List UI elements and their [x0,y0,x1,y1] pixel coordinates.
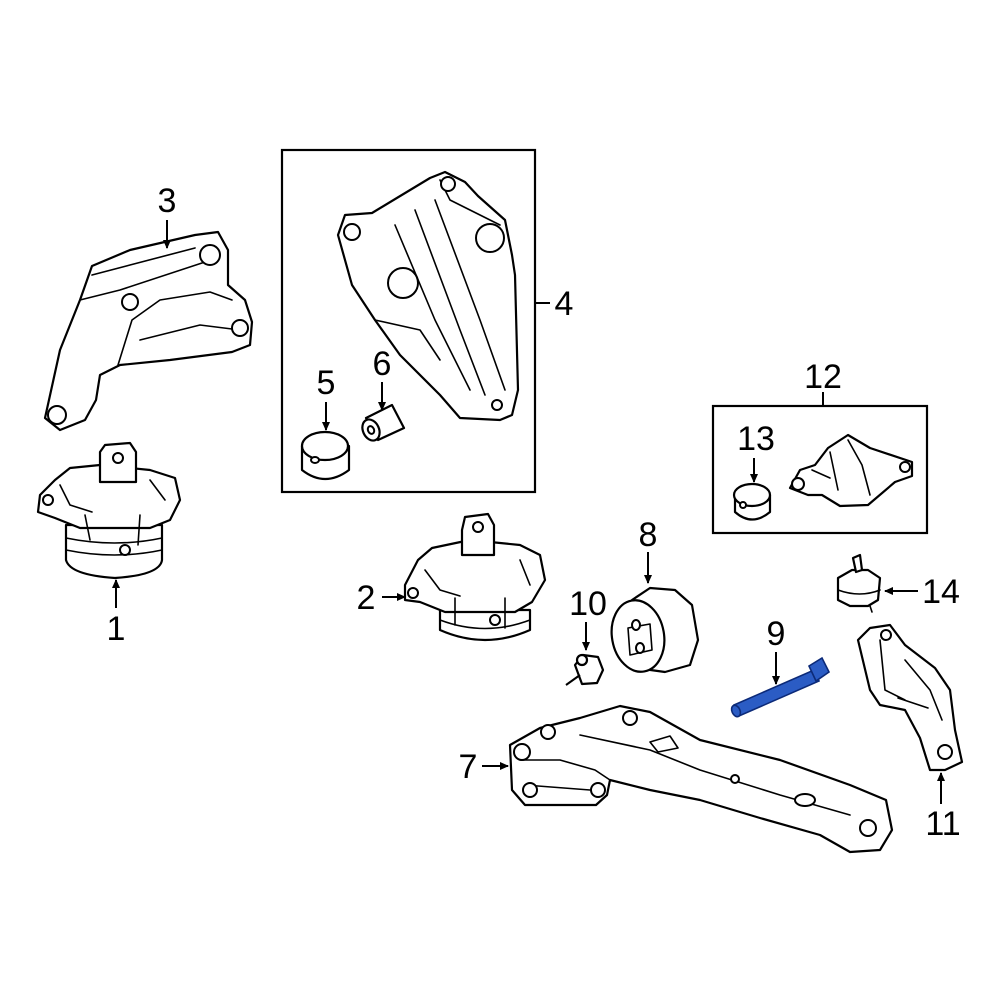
part-8-mount-bushing[interactable] [606,586,700,676]
part-4-group-frame [280,148,537,494]
callout-9[interactable]: 9 [767,615,786,653]
callout-3[interactable]: 3 [158,182,177,220]
callout-6[interactable]: 6 [373,345,392,383]
callout-numbers: 3 1 4 5 6 2 8 10 9 12 13 14 11 7 [107,182,961,843]
callout-13[interactable]: 13 [737,420,775,458]
callout-4[interactable]: 4 [555,285,574,323]
part-1-engine-mount[interactable] [36,441,182,580]
part-11-side-bracket[interactable] [856,623,964,772]
part-5-bushing[interactable] [300,430,351,481]
part-2-engine-mount[interactable] [403,512,547,642]
callout-12[interactable]: 12 [804,358,842,396]
part-14-mount[interactable] [836,553,882,613]
callout-14[interactable]: 14 [922,573,960,611]
part-7-crossmember[interactable] [508,704,894,854]
callout-1[interactable]: 1 [107,610,126,648]
callout-11[interactable]: 11 [925,805,960,843]
part-4-transmission-bracket[interactable] [336,170,520,422]
callout-2[interactable]: 2 [357,579,376,617]
part-13-bushing[interactable] [732,482,772,521]
part-12-mount-bracket[interactable] [788,433,914,508]
leader-lines [112,220,945,804]
part-6-sleeve[interactable] [359,403,406,443]
callout-5[interactable]: 5 [317,364,336,402]
part-10-stud-mount[interactable] [565,653,605,686]
part-3-engine-support-bracket[interactable] [43,230,254,432]
part-12-group-frame [711,404,929,535]
callout-7[interactable]: 7 [459,748,478,786]
callout-10[interactable]: 10 [569,585,607,623]
callout-8[interactable]: 8 [639,516,658,554]
part-9-bolt[interactable] [730,656,831,718]
